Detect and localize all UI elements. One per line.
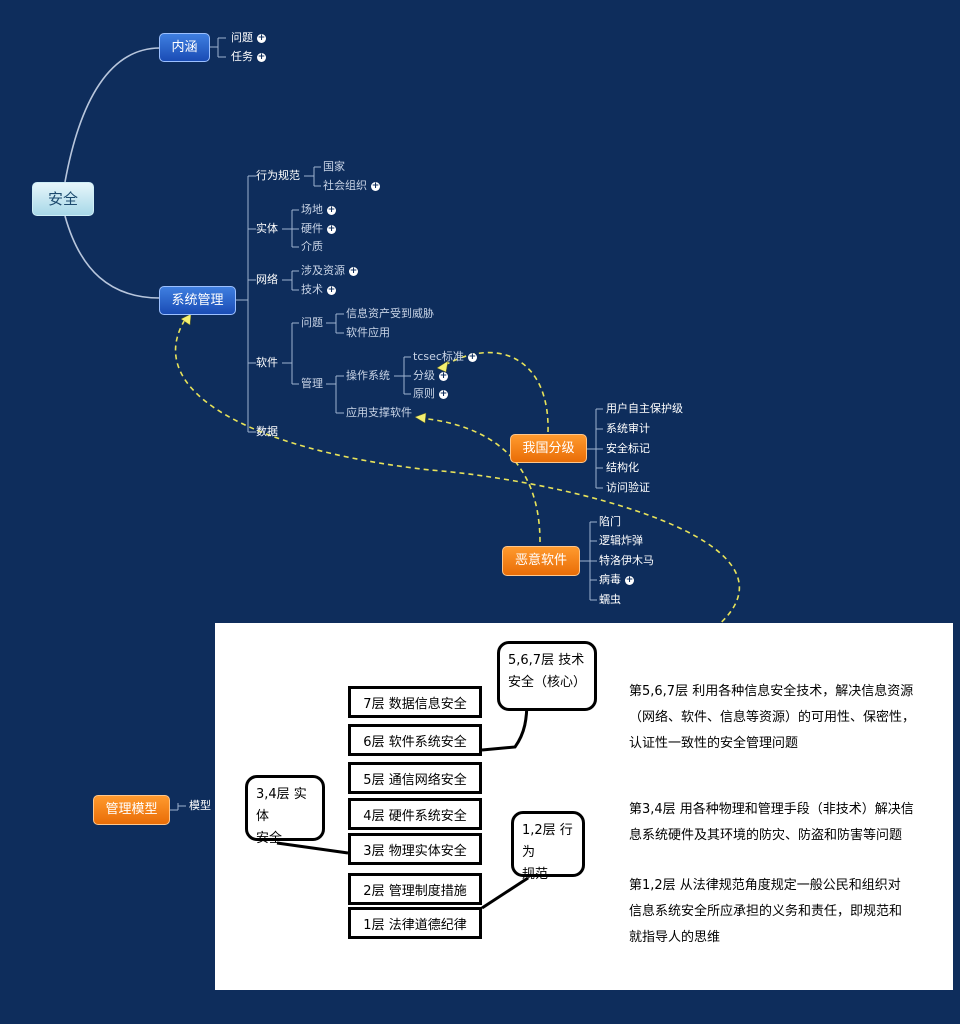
node-yuanze[interactable]: 原则+ xyxy=(413,387,448,400)
node-tcsec[interactable]: tcsec标准+ xyxy=(413,350,477,363)
node-shuju[interactable]: 数据 xyxy=(256,425,278,438)
node-jiezhi[interactable]: 介质 xyxy=(301,240,323,253)
node-jishu[interactable]: 技术+ xyxy=(301,283,336,296)
bubble-34: 3,4层 实体安全 xyxy=(245,775,325,846)
root-node[interactable]: 安全 xyxy=(32,182,94,216)
expand-plus-icon[interactable]: + xyxy=(467,351,477,362)
desc-34: 第3,4层 用各种物理和管理手段（非技术）解决信息系统硬件及其环境的防灾、防盗和… xyxy=(629,802,914,843)
node-wenti[interactable]: 问题+ xyxy=(231,31,266,44)
node-ruanjian-wenti[interactable]: 问题 xyxy=(301,316,323,329)
expand-plus-icon[interactable]: + xyxy=(327,204,336,215)
node-yingyong-zhicheng[interactable]: 应用支撑软件 xyxy=(346,406,412,419)
node-changdi[interactable]: 场地+ xyxy=(301,203,336,216)
node-fenji-4[interactable]: 结构化 xyxy=(606,461,639,474)
node-ruchong[interactable]: 蠕虫 xyxy=(599,593,621,606)
node-xianmen[interactable]: 陷门 xyxy=(599,515,621,528)
node-ruanjian-yingyong[interactable]: 软件应用 xyxy=(346,326,390,339)
node-bingdu[interactable]: 病毒+ xyxy=(599,573,634,586)
desc-567: 第5,6,7层 利用各种信息安全技术，解决信息资源（网络、软件、信息等资源）的可… xyxy=(629,684,916,751)
node-fenji-3[interactable]: 安全标记 xyxy=(606,442,650,455)
layer-4: 4层 硬件系统安全 xyxy=(348,798,482,830)
expand-plus-icon[interactable]: + xyxy=(625,574,634,585)
expand-plus-icon[interactable]: + xyxy=(327,284,336,295)
node-ruanjian-guanli[interactable]: 管理 xyxy=(301,377,323,390)
expand-plus-icon[interactable]: + xyxy=(439,388,448,399)
bubble-567: 5,6,7层 技术安全（核心） xyxy=(497,641,597,711)
node-ruanjian[interactable]: 软件 xyxy=(256,356,278,369)
node-shehui-zuzhi[interactable]: 社会组织+ xyxy=(323,179,380,192)
expand-plus-icon[interactable]: + xyxy=(327,223,336,234)
node-fenji-2[interactable]: 系统审计 xyxy=(606,422,650,435)
node-guanli-moxing[interactable]: 管理模型 xyxy=(93,795,170,825)
node-sheji-ziyuan[interactable]: 涉及资源+ xyxy=(301,264,358,277)
node-xinxi-zichan[interactable]: 信息资产受到威胁 xyxy=(346,307,434,320)
node-guojia[interactable]: 国家 xyxy=(323,160,345,173)
expand-plus-icon[interactable]: + xyxy=(439,370,448,381)
node-teluoyi[interactable]: 特洛伊木马 xyxy=(599,554,654,567)
node-moxing[interactable]: 模型 xyxy=(189,799,211,812)
expand-plus-icon[interactable]: + xyxy=(257,32,266,43)
layer-7: 7层 数据信息安全 xyxy=(348,686,482,718)
node-xitong-guanli[interactable]: 系统管理 xyxy=(159,286,236,315)
node-yingjian[interactable]: 硬件+ xyxy=(301,222,336,235)
node-renwu[interactable]: 任务+ xyxy=(231,50,266,63)
expand-plus-icon[interactable]: + xyxy=(371,180,380,191)
node-fenji-5[interactable]: 访问验证 xyxy=(606,481,650,494)
node-shiti[interactable]: 实体 xyxy=(256,222,278,235)
expand-plus-icon[interactable]: + xyxy=(257,51,266,62)
node-luoji-zhadan[interactable]: 逻辑炸弹 xyxy=(599,534,643,547)
layer-3: 3层 物理实体安全 xyxy=(348,833,482,865)
layer-1: 1层 法律道德纪律 xyxy=(348,907,482,939)
node-woguo-fenji[interactable]: 我国分级 xyxy=(510,434,587,463)
layer-6: 6层 软件系统安全 xyxy=(348,724,482,756)
node-neihan[interactable]: 内涵 xyxy=(159,33,210,62)
node-wangluo[interactable]: 网络 xyxy=(256,273,278,286)
expand-plus-icon[interactable]: + xyxy=(349,265,358,276)
bubble-12: 1,2层 行为规范 xyxy=(511,811,585,882)
layer-5: 5层 通信网络安全 xyxy=(348,762,482,794)
layer-2: 2层 管理制度措施 xyxy=(348,873,482,905)
node-eyi-ruanjian[interactable]: 恶意软件 xyxy=(502,546,580,576)
desc-12: 第1,2层 从法律规范角度规定一般公民和组织对信息系统安全所应承担的义务和责任，… xyxy=(629,878,903,945)
node-caozuo-xitong[interactable]: 操作系统 xyxy=(346,369,390,382)
node-fenji-1[interactable]: 用户自主保护级 xyxy=(606,402,683,415)
security-model-image: 7层 数据信息安全 6层 软件系统安全 5层 通信网络安全 4层 硬件系统安全 … xyxy=(215,623,953,990)
node-xingwei-guifan[interactable]: 行为规范 xyxy=(256,169,300,182)
node-fenji[interactable]: 分级+ xyxy=(413,369,448,382)
